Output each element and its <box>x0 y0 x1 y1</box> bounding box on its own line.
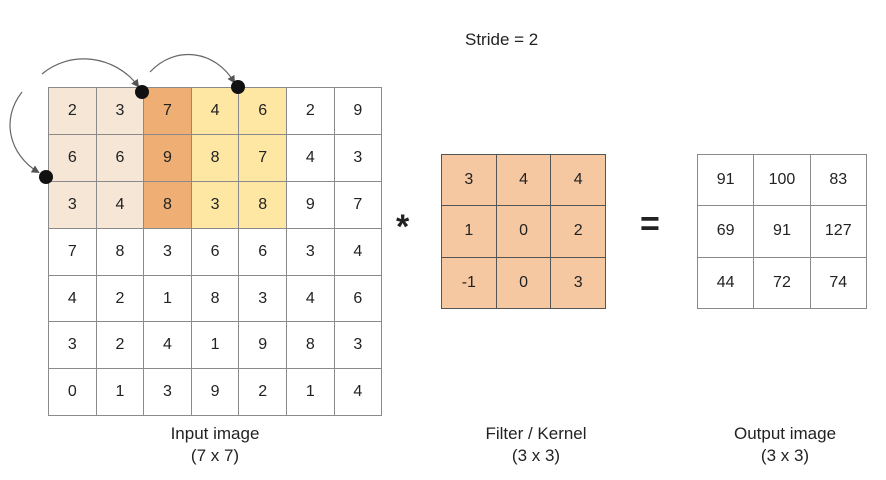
output-image-grid: 91 100 83 69 91 127 44 72 74 <box>696 153 867 309</box>
input-cell: 3 <box>143 368 192 417</box>
output-caption-size: (3 x 3) <box>760 446 810 465</box>
input-row: 7 8 3 6 6 3 4 <box>48 227 383 276</box>
filter-caption-size: (3 x 3) <box>511 446 561 465</box>
input-image-grid: 2 3 7 4 6 2 9 6 6 9 8 7 4 3 3 4 8 3 8 9 … <box>48 87 383 417</box>
output-cell: 74 <box>809 256 867 309</box>
output-image-caption: Output image (3 x 3) <box>674 423 886 467</box>
filter-caption-title: Filter / Kernel <box>485 424 587 443</box>
input-cell: 4 <box>333 227 383 276</box>
input-cell: 3 <box>333 133 383 182</box>
filter-cell: 4 <box>495 153 552 207</box>
input-caption-size: (7 x 7) <box>190 446 240 465</box>
input-cell: 1 <box>190 321 240 370</box>
input-cell: 8 <box>143 180 192 229</box>
input-cell: 6 <box>238 87 287 135</box>
input-cell: 9 <box>238 321 287 370</box>
input-cell: 9 <box>143 133 192 182</box>
input-cell: 3 <box>143 227 192 276</box>
input-cell: 1 <box>95 368 145 417</box>
input-cell: 3 <box>333 321 383 370</box>
input-cell: 9 <box>285 180 335 229</box>
input-cell: 3 <box>48 321 97 370</box>
stride-arrow-right-2 <box>149 53 236 84</box>
filter-row: -1 0 3 <box>441 256 607 309</box>
input-cell: 6 <box>95 133 145 182</box>
output-caption-title: Output image <box>733 424 837 443</box>
input-row: 0 1 3 9 2 1 4 <box>48 368 383 417</box>
window-origin-dot <box>231 80 245 94</box>
stride-label: Stride = 2 <box>465 30 539 49</box>
input-row: 3 2 4 1 9 8 3 <box>48 321 383 370</box>
input-cell: 3 <box>48 180 97 229</box>
input-row: 3 4 8 3 8 9 7 <box>48 180 383 229</box>
multiply-operator: * <box>396 208 410 246</box>
output-cell: 72 <box>753 256 811 309</box>
input-row: 4 2 1 8 3 4 6 <box>48 274 383 323</box>
filter-kernel-grid: 3 4 4 1 0 2 -1 0 3 <box>441 153 607 309</box>
window-origin-dot <box>39 170 53 184</box>
input-cell: 4 <box>285 133 335 182</box>
input-cell: 6 <box>333 274 383 323</box>
input-cell: 3 <box>190 180 240 229</box>
input-cell: 2 <box>238 368 287 417</box>
stride-arrow-down <box>9 91 40 174</box>
output-cell: 69 <box>696 205 755 258</box>
input-row: 6 6 9 8 7 4 3 <box>48 133 383 182</box>
input-cell: 4 <box>333 368 383 417</box>
output-row: 91 100 83 <box>696 153 867 207</box>
stride-arrow-right-1 <box>41 58 140 88</box>
filter-caption: Filter / Kernel (3 x 3) <box>426 423 646 467</box>
output-cell: 127 <box>809 205 867 258</box>
input-cell: 6 <box>238 227 287 276</box>
input-cell: 4 <box>143 321 192 370</box>
input-cell: 8 <box>190 133 240 182</box>
input-cell: 2 <box>95 274 145 323</box>
filter-row: 1 0 2 <box>441 205 607 258</box>
output-cell: 44 <box>696 256 755 309</box>
input-cell: 9 <box>190 368 240 417</box>
filter-cell: 3 <box>550 256 607 309</box>
filter-cell: 2 <box>550 205 607 258</box>
input-cell: 6 <box>48 133 97 182</box>
input-cell: 0 <box>48 368 97 417</box>
input-image-caption: Input image (7 x 7) <box>48 423 382 467</box>
input-cell: 9 <box>333 87 383 135</box>
output-row: 69 91 127 <box>696 205 867 258</box>
equals-operator: = <box>640 205 660 243</box>
input-cell: 6 <box>190 227 240 276</box>
input-cell: 4 <box>190 87 240 135</box>
output-row: 44 72 74 <box>696 256 867 309</box>
input-cell: 3 <box>95 87 145 135</box>
filter-cell: 1 <box>441 205 497 258</box>
input-cell: 4 <box>95 180 145 229</box>
input-cell: 7 <box>143 87 192 135</box>
window-origin-dot <box>135 85 149 99</box>
input-cell: 8 <box>95 227 145 276</box>
input-row: 2 3 7 4 6 2 9 <box>48 87 383 135</box>
filter-cell: -1 <box>441 256 497 309</box>
input-caption-title: Input image <box>170 424 260 443</box>
input-cell: 1 <box>285 368 335 417</box>
input-cell: 4 <box>285 274 335 323</box>
